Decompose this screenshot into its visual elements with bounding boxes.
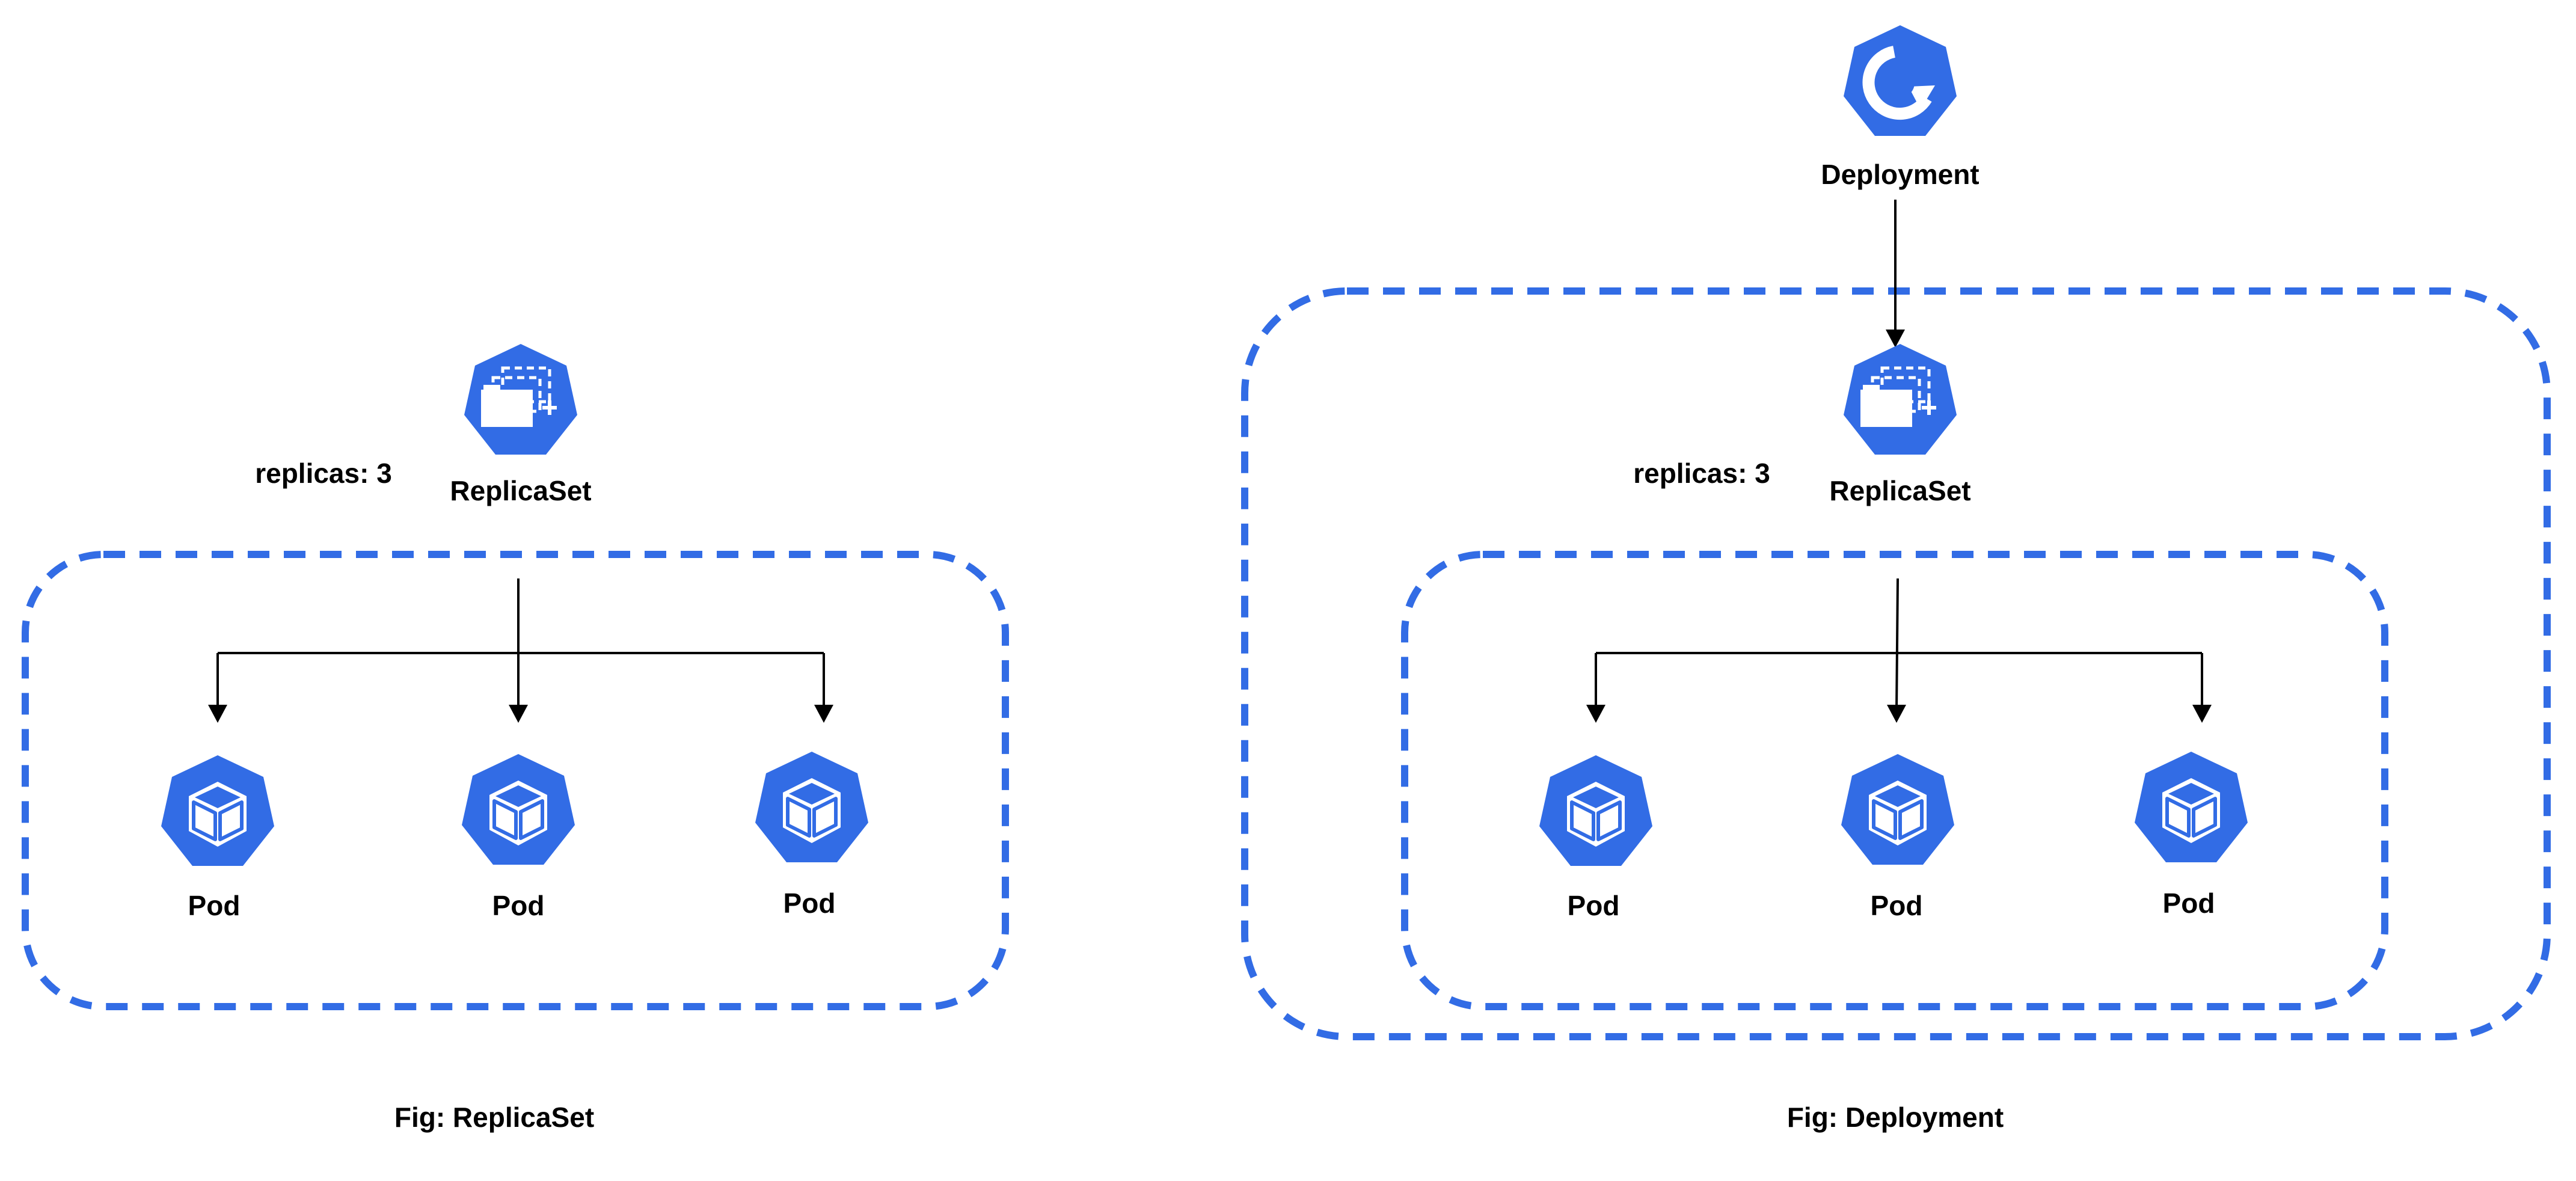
deployment-caption: Fig: Deployment [1787, 1102, 2004, 1133]
replicas-count-label: replicas: 3 [1633, 458, 1770, 489]
replicaset-icon [1844, 344, 1957, 455]
pod-label: Pod [492, 890, 545, 921]
deployment-connector [1886, 200, 1905, 348]
pod-icon [462, 754, 575, 865]
pod-icon [1539, 755, 1652, 866]
pod-icon [2135, 752, 2248, 862]
deployment-figure: Deployment replicas: 3 ReplicaSet Pod [1241, 25, 2551, 1133]
deployment-replicaset-boundary [1401, 551, 2388, 1010]
replicaset-label: ReplicaSet [450, 475, 591, 506]
pod-label: Pod [188, 890, 241, 921]
replicaset-figure: replicas: 3 ReplicaSet Pod Pod Pod [22, 344, 1009, 1133]
pod-icon [755, 752, 868, 862]
pod-label: Pod [784, 888, 836, 919]
replicaset-pod-connectors [1586, 578, 2212, 723]
pod-label: Pod [1871, 890, 1923, 921]
replicaset-icon [464, 344, 577, 455]
pod-icon [161, 755, 274, 866]
replicaset-caption: Fig: ReplicaSet [394, 1102, 594, 1133]
replicaset-pod-connectors [208, 578, 833, 723]
pod-label: Pod [1568, 890, 1620, 921]
replicaset-label: ReplicaSet [1829, 475, 1970, 506]
replicas-count-label: replicas: 3 [255, 458, 392, 489]
replicaset-boundary [22, 551, 1009, 1010]
deployment-icon [1844, 25, 1957, 136]
deployment-label: Deployment [1821, 159, 1979, 190]
pod-icon [1841, 754, 1954, 865]
pod-label: Pod [2163, 888, 2215, 919]
